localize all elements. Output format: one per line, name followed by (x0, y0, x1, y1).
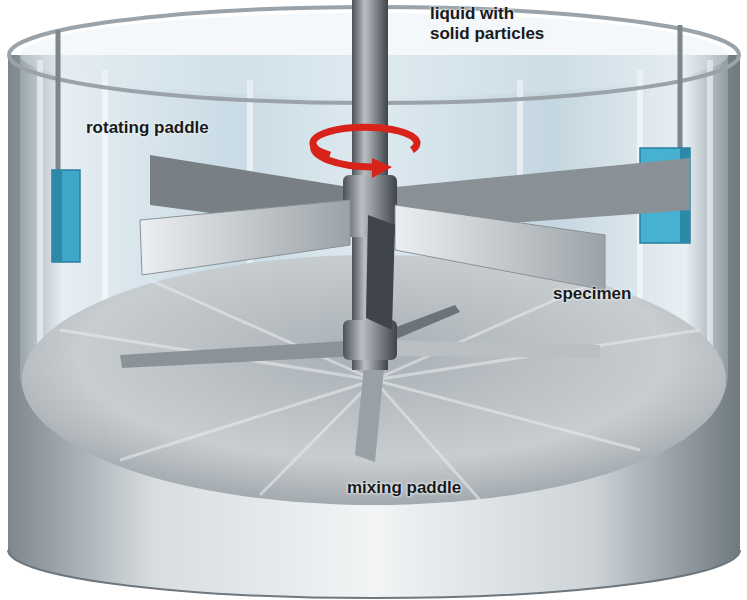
paddle-label: rotating paddle (86, 118, 209, 138)
specimen-label: specimen (553, 284, 631, 304)
liquid-label: liquid with solid particles (430, 4, 554, 45)
mixing-paddle-label: mixing paddle (347, 478, 461, 498)
